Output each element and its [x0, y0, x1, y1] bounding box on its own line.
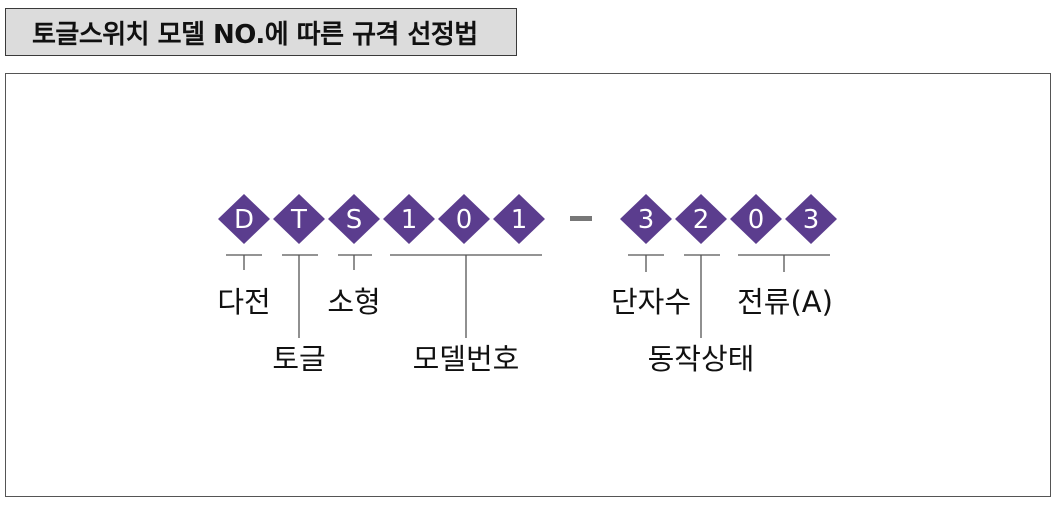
code-letter-3b: 3	[803, 205, 820, 235]
code-diamond-0	[438, 194, 490, 244]
code-diamond-2	[675, 194, 727, 244]
code-letter-0b: 0	[748, 205, 765, 235]
code-letter-1b: 1	[511, 205, 528, 235]
code-diamond-t	[273, 194, 325, 244]
code-char-1a: 1	[383, 194, 435, 244]
code-diamond-1b	[493, 194, 545, 244]
code-char-0: 0	[438, 194, 490, 244]
code-diamond-0b	[730, 194, 782, 244]
label-model-number: 모델번호	[413, 342, 520, 376]
code-letter-2: 2	[693, 205, 710, 235]
code-letter-1a: 1	[401, 205, 418, 235]
leader-lines	[226, 254, 830, 338]
code-char-d: D	[218, 194, 270, 244]
code-char-3b: 3	[785, 194, 837, 244]
code-letter-0: 0	[456, 205, 473, 235]
label-dajeon: 다전	[217, 285, 270, 319]
label-terminal-count: 단자수	[611, 285, 691, 319]
label-operation-state: 동작상태	[648, 342, 755, 376]
page-title: 토글스위치 모델 NO.에 따른 규격 선정법	[32, 19, 478, 50]
code-letter-d: D	[234, 205, 254, 235]
code-diamond-d	[218, 194, 270, 244]
code-char-s: S	[328, 194, 380, 244]
code-char-3a: 3	[620, 194, 672, 244]
title-box: 토글스위치 모델 NO.에 따른 규격 선정법	[5, 8, 517, 56]
code-diamond-1a	[383, 194, 435, 244]
code-diamond-3b	[785, 194, 837, 244]
code-letter-3a: 3	[638, 205, 655, 235]
code-char-0b: 0	[730, 194, 782, 244]
code-diamond-3a	[620, 194, 672, 244]
code-char-1b: 1	[493, 194, 545, 244]
label-current: 전류(A)	[737, 285, 833, 319]
code-letter-t: T	[290, 205, 307, 235]
code-char-t: T	[273, 194, 325, 244]
code-diamond-s	[328, 194, 380, 244]
label-togeul: 토글	[272, 342, 325, 376]
label-sohyeong: 소형	[327, 285, 380, 319]
diagram-frame	[5, 73, 1051, 497]
code-separator-dash	[570, 216, 592, 221]
code-char-2: 2	[675, 194, 727, 244]
code-letter-s: S	[346, 205, 363, 235]
